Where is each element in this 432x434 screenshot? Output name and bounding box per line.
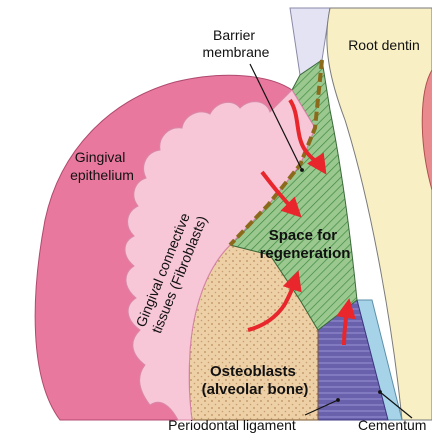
enamel-cap-region <box>290 8 330 75</box>
cementum-label: Cementum <box>358 417 426 433</box>
periodontal-ligament-label: Periodontal ligament <box>168 417 296 433</box>
root-dentin-label: Root dentin <box>348 37 420 53</box>
barrier-membrane-label: Barrier membrane <box>203 27 270 60</box>
space-for-regeneration-label: Space for regeneration <box>260 227 351 262</box>
osteoblasts-label: Osteoblasts (alveolar bone) <box>202 363 309 398</box>
